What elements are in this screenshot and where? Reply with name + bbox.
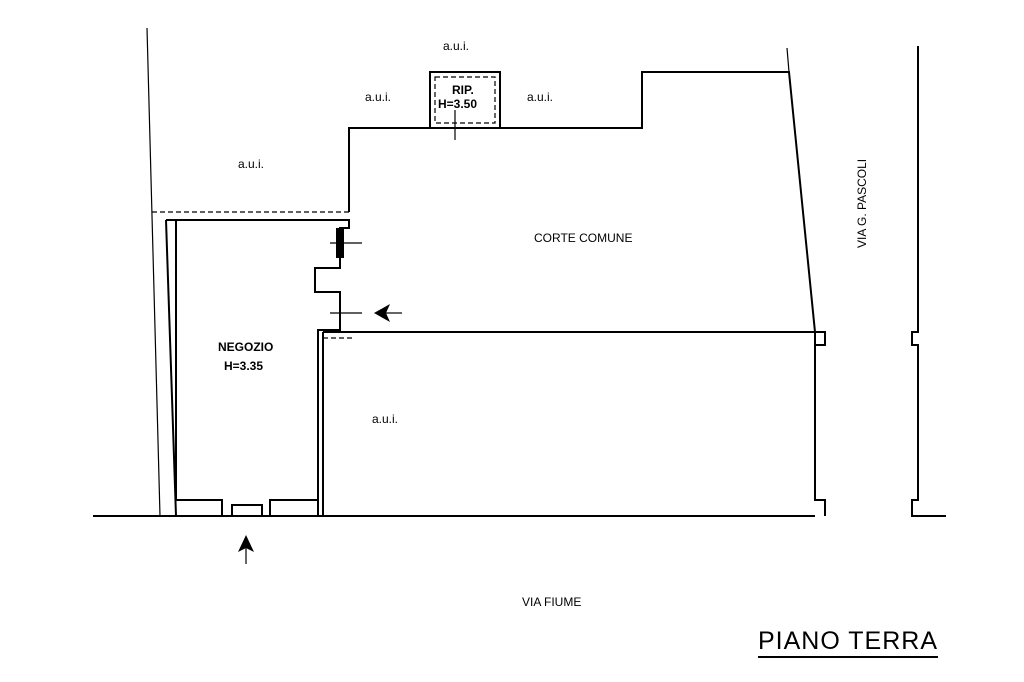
lower-unit-outline	[323, 331, 826, 346]
ripostiglio-name: RIP.	[452, 83, 474, 97]
right-building-outline	[911, 46, 946, 517]
ripostiglio-room	[429, 71, 501, 129]
via-fiume-label: VIA FIUME	[522, 595, 581, 609]
main-entrance-arrow	[238, 535, 254, 552]
ripostiglio-inner	[434, 76, 496, 124]
plan-title: PIANO TERRA	[758, 626, 939, 658]
negozio-inner-wall	[175, 220, 223, 516]
lower-unit-right-wall	[814, 345, 826, 516]
corte-comune-outline	[323, 71, 817, 333]
left-boundary-line	[146, 27, 161, 517]
negozio-name: NEGOZIO	[218, 340, 273, 354]
top-right-boundary-line	[786, 47, 790, 73]
corte-comune-label: CORTE COMUNE	[534, 231, 632, 245]
aui-label-top-left: a.u.i.	[365, 90, 391, 104]
via-pascoli-label: VIA G. PASCOLI	[855, 159, 869, 248]
aui-label-top: a.u.i.	[443, 39, 469, 53]
negozio-inner-wall-right	[269, 499, 318, 516]
aui-label-top-right: a.u.i.	[527, 90, 553, 104]
aui-label-left: a.u.i.	[238, 157, 264, 171]
ripostiglio-height: H=3.50	[438, 97, 477, 111]
aui-label-lower: a.u.i.	[372, 412, 398, 426]
negozio-height: H=3.35	[224, 359, 263, 373]
side-entrance-arrow	[374, 304, 390, 322]
